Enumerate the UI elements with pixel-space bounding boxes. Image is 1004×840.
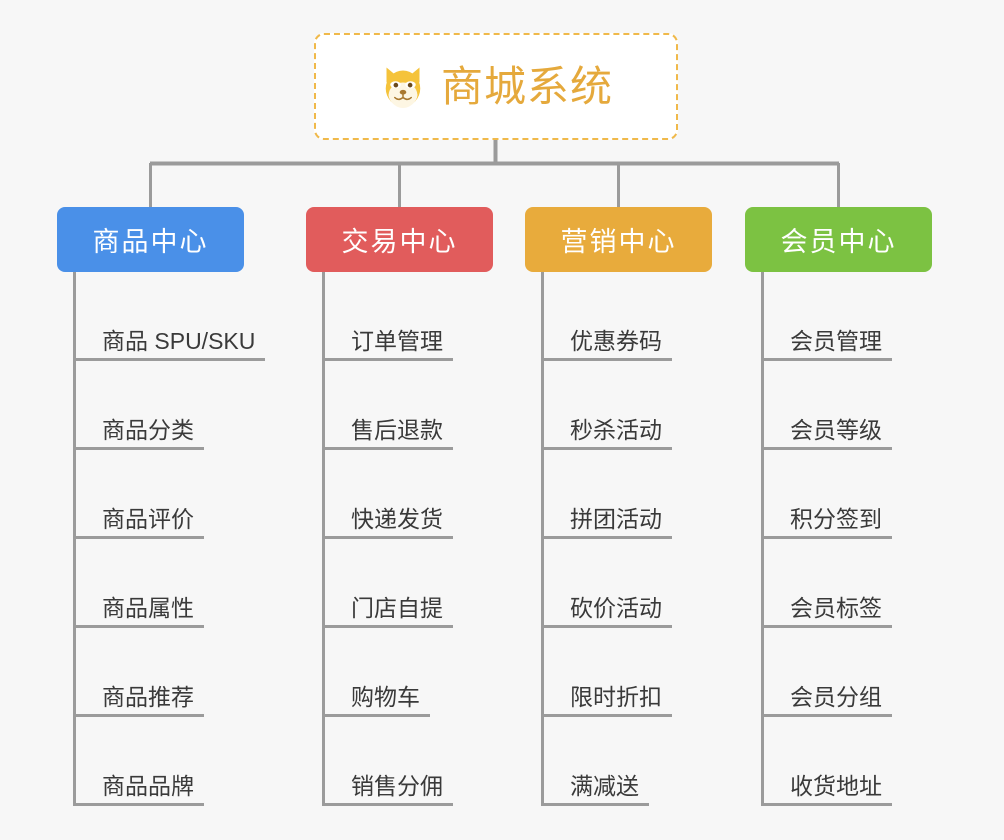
- leaf-item[interactable]: 秒杀活动: [525, 361, 712, 450]
- leaf-label: 会员管理: [790, 327, 882, 354]
- leaf-underline: [761, 358, 892, 361]
- leaf-item[interactable]: 订单管理: [306, 272, 493, 361]
- leaf-item[interactable]: 购物车: [306, 628, 493, 717]
- leaf-underline: [541, 714, 672, 717]
- leaf-item[interactable]: 会员管理: [745, 272, 932, 361]
- leaf-item[interactable]: 优惠券码: [525, 272, 712, 361]
- leaf-underline: [761, 803, 892, 806]
- branch-header-2[interactable]: 营销中心: [525, 207, 712, 272]
- leaf-list-1: 订单管理 售后退款 快递发货 门店自提 购物车 销售分佣: [306, 272, 493, 806]
- leaf-underline: [73, 803, 204, 806]
- leaf-underline: [322, 803, 453, 806]
- leaf-underline: [73, 358, 265, 361]
- leaf-underline: [761, 625, 892, 628]
- leaf-label: 售后退款: [351, 416, 443, 443]
- leaf-label: 会员等级: [790, 416, 882, 443]
- leaf-item[interactable]: 售后退款: [306, 361, 493, 450]
- leaf-label: 拼团活动: [570, 505, 662, 532]
- leaf-label: 秒杀活动: [570, 416, 662, 443]
- leaf-label: 满减送: [570, 772, 639, 799]
- leaf-underline: [73, 625, 204, 628]
- branch-column-1: 交易中心 订单管理 售后退款 快递发货 门店自提 购物车 销售分佣: [306, 207, 493, 806]
- leaf-label: 会员标签: [790, 594, 882, 621]
- leaf-item[interactable]: 商品 SPU/SKU: [57, 272, 265, 361]
- leaf-item[interactable]: 商品品牌: [57, 717, 244, 806]
- leaf-underline: [322, 625, 453, 628]
- leaf-item[interactable]: 商品属性: [57, 539, 244, 628]
- leaf-list-2: 优惠券码 秒杀活动 拼团活动 砍价活动 限时折扣 满减送: [525, 272, 712, 806]
- leaf-item[interactable]: 积分签到: [745, 450, 932, 539]
- leaf-label: 快递发货: [351, 505, 443, 532]
- leaf-underline: [322, 714, 430, 717]
- branch-header-label-3: 会员中心: [780, 227, 897, 257]
- leaf-label: 砍价活动: [570, 594, 662, 621]
- leaf-label: 限时折扣: [570, 683, 662, 710]
- leaf-label: 积分签到: [790, 505, 882, 532]
- leaf-underline: [541, 358, 672, 361]
- leaf-label: 订单管理: [351, 327, 443, 354]
- leaf-underline: [761, 536, 892, 539]
- leaf-label: 商品推荐: [102, 683, 194, 710]
- leaf-underline: [322, 447, 453, 450]
- leaf-rail-1: [322, 272, 325, 806]
- leaf-underline: [73, 536, 204, 539]
- leaf-item[interactable]: 砍价活动: [525, 539, 712, 628]
- branch-header-label-0: 商品中心: [92, 227, 209, 257]
- leaf-rail-0: [73, 272, 76, 806]
- leaf-label: 商品品牌: [102, 772, 194, 799]
- leaf-underline: [761, 714, 892, 717]
- branch-column-3: 会员中心 会员管理 会员等级 积分签到 会员标签 会员分组 收货地址: [745, 207, 932, 806]
- leaf-label: 会员分组: [790, 683, 882, 710]
- leaf-item[interactable]: 满减送: [525, 717, 712, 806]
- leaf-label: 商品分类: [102, 416, 194, 443]
- leaf-label: 优惠券码: [570, 327, 662, 354]
- leaf-item[interactable]: 限时折扣: [525, 628, 712, 717]
- leaf-item[interactable]: 商品推荐: [57, 628, 244, 717]
- leaf-item[interactable]: 销售分佣: [306, 717, 493, 806]
- leaf-label: 销售分佣: [351, 772, 443, 799]
- root-title: 商城系统: [440, 62, 613, 110]
- leaf-underline: [73, 714, 204, 717]
- leaf-rail-2: [541, 272, 544, 806]
- leaf-underline: [761, 447, 892, 450]
- leaf-label: 商品属性: [102, 594, 194, 621]
- branch-column-0: 商品中心 商品 SPU/SKU 商品分类 商品评价 商品属性 商品推荐 商品品牌: [57, 207, 265, 806]
- leaf-item[interactable]: 商品分类: [57, 361, 244, 450]
- branch-header-label-1: 交易中心: [341, 227, 458, 257]
- leaf-underline: [322, 358, 453, 361]
- shiba-dog-face-icon: [385, 67, 421, 108]
- root-node[interactable]: 商城系统: [314, 33, 678, 140]
- leaf-item[interactable]: 会员分组: [745, 628, 932, 717]
- leaf-underline: [73, 447, 204, 450]
- branch-header-label-2: 营销中心: [560, 227, 677, 257]
- leaf-item[interactable]: 门店自提: [306, 539, 493, 628]
- leaf-underline: [322, 536, 453, 539]
- leaf-item[interactable]: 收货地址: [745, 717, 932, 806]
- leaf-list-3: 会员管理 会员等级 积分签到 会员标签 会员分组 收货地址: [745, 272, 932, 806]
- leaf-underline: [541, 803, 649, 806]
- branch-header-0[interactable]: 商品中心: [57, 207, 244, 272]
- leaf-label: 收货地址: [790, 772, 882, 799]
- leaf-item[interactable]: 快递发货: [306, 450, 493, 539]
- leaf-underline: [541, 447, 672, 450]
- branch-header-3[interactable]: 会员中心: [745, 207, 932, 272]
- leaf-item[interactable]: 会员等级: [745, 361, 932, 450]
- leaf-item[interactable]: 商品评价: [57, 450, 244, 539]
- leaf-rail-3: [761, 272, 764, 806]
- leaf-list-0: 商品 SPU/SKU 商品分类 商品评价 商品属性 商品推荐 商品品牌: [57, 272, 265, 806]
- leaf-item[interactable]: 会员标签: [745, 539, 932, 628]
- branch-column-2: 营销中心 优惠券码 秒杀活动 拼团活动 砍价活动 限时折扣 满减送: [525, 207, 712, 806]
- leaf-item[interactable]: 拼团活动: [525, 450, 712, 539]
- leaf-label: 商品评价: [102, 505, 194, 532]
- branch-header-1[interactable]: 交易中心: [306, 207, 493, 272]
- leaf-label: 门店自提: [351, 594, 443, 621]
- leaf-label: 商品 SPU/SKU: [102, 327, 256, 354]
- leaf-underline: [541, 625, 672, 628]
- leaf-label: 购物车: [351, 683, 420, 710]
- leaf-underline: [541, 536, 672, 539]
